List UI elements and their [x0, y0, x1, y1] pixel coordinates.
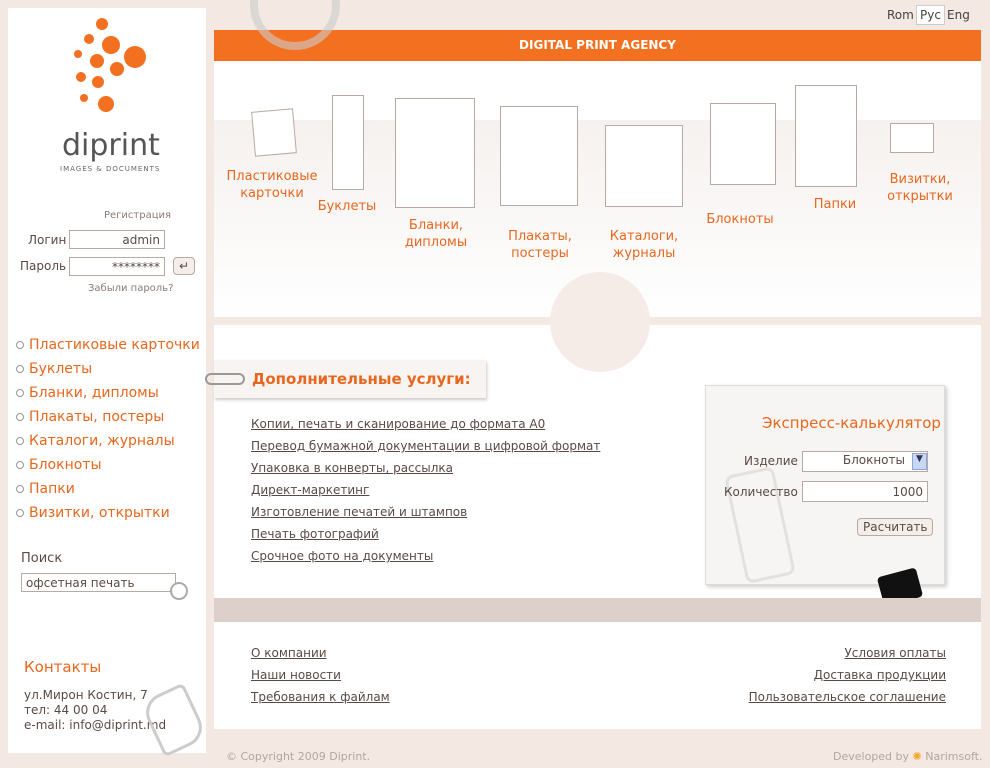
bullet-icon — [16, 365, 24, 373]
sidebar-item[interactable]: Каталоги, журналы — [16, 429, 200, 453]
footer-link[interactable]: Условия оплаты — [844, 646, 946, 660]
category-label[interactable]: Плакаты, постеры — [508, 229, 572, 261]
lang-rus[interactable]: Рус — [916, 5, 945, 25]
service-link[interactable]: Директ-маркетинг — [251, 483, 370, 497]
sidebar-item[interactable]: Буклеты — [16, 357, 200, 381]
login-input[interactable] — [69, 230, 165, 249]
sidebar-item-label: Пластиковые карточки — [29, 337, 200, 353]
bullet-icon — [16, 389, 24, 397]
services-list: Копии, печать и сканирование до формата … — [251, 413, 600, 567]
sidebar — [8, 8, 206, 753]
contacts-address: ул.Мирон Костин, 7 — [24, 688, 148, 702]
service-link[interactable]: Копии, печать и сканирование до формата … — [251, 417, 546, 431]
bullet-icon — [16, 461, 24, 469]
business-card-icon[interactable] — [890, 123, 934, 153]
calculate-button[interactable]: Расчитать — [857, 518, 934, 536]
sidebar-item-label: Плакаты, постеры — [29, 409, 165, 425]
services-title: Дополнительные услуги: — [252, 370, 471, 388]
enter-icon: ↵ — [178, 259, 190, 273]
footer-link[interactable]: Пользовательское соглашение — [748, 690, 946, 704]
sidebar-item-label: Папки — [29, 481, 75, 497]
category-label[interactable]: Каталоги, журналы — [609, 229, 679, 261]
category-label[interactable]: Визитки, открытки — [887, 172, 953, 204]
service-link[interactable]: Печать фотографий — [251, 527, 379, 541]
catalog-icon[interactable] — [605, 125, 683, 207]
sidebar-item[interactable]: Визитки, открытки — [16, 501, 200, 525]
sidebar-item-label: Визитки, открытки — [29, 505, 170, 521]
service-link[interactable]: Изготовление печатей и штампов — [251, 505, 468, 519]
footer-link[interactable]: Требования к файлам — [251, 690, 390, 704]
product-select[interactable]: Блокноты — [802, 451, 928, 472]
bullet-icon — [16, 413, 24, 421]
product-label: Изделие — [744, 454, 798, 468]
service-link[interactable]: Перевод бумажной документации в цифровой… — [251, 439, 601, 453]
magnifier-icon[interactable] — [170, 582, 188, 600]
search-label: Поиск — [21, 551, 63, 566]
logo[interactable] — [70, 18, 160, 118]
booklet-icon[interactable] — [332, 95, 364, 190]
footer-link[interactable]: Наши новости — [251, 668, 341, 682]
poster-icon[interactable] — [500, 106, 578, 206]
sidebar-item-label: Бланки, дипломы — [29, 385, 159, 401]
sidebar-item-label: Блокноты — [29, 457, 102, 473]
category-label[interactable]: Папки — [813, 197, 857, 212]
footer-link[interactable]: О компании — [251, 646, 327, 660]
folder-icon[interactable] — [795, 85, 857, 187]
lang-eng[interactable]: Eng — [947, 8, 970, 22]
service-link[interactable]: Упаковка в конверты, рассылка — [251, 461, 453, 475]
developer-label: Developed by — [833, 750, 910, 763]
developer-credit: Developed by ✺ Narimsoft. — [833, 750, 982, 763]
developer-name[interactable]: Narimsoft. — [925, 750, 983, 763]
quantity-input[interactable] — [802, 481, 928, 502]
decorative-circle — [550, 272, 650, 372]
sidebar-item[interactable]: Блокноты — [16, 453, 200, 477]
category-label[interactable]: Блокноты — [706, 212, 774, 227]
quantity-label: Количество — [724, 485, 798, 499]
sidebar-item[interactable]: Бланки, дипломы — [16, 381, 200, 405]
password-label: Пароль — [20, 259, 67, 273]
copyright: © Copyright 2009 Diprint. — [226, 750, 371, 763]
footer-links-right: Условия оплаты Доставка продукции Пользо… — [749, 642, 946, 708]
plastic-card-icon[interactable] — [251, 108, 297, 157]
sidebar-item-label: Каталоги, журналы — [29, 433, 175, 449]
sidebar-item[interactable]: Пластиковые карточки — [16, 333, 200, 357]
sidebar-item[interactable]: Плакаты, постеры — [16, 405, 200, 429]
sun-icon: ✺ — [912, 750, 922, 763]
footer-link[interactable]: Доставка продукции — [813, 668, 946, 682]
contacts-title: Контакты — [24, 658, 102, 676]
contacts-email[interactable]: e-mail: info@diprint.md — [24, 718, 167, 732]
contacts: Контакты ул.Мирон Костин, 7 тел: 44 00 0… — [24, 658, 166, 733]
bullet-icon — [16, 485, 24, 493]
service-link[interactable]: Срочное фото на документы — [251, 549, 434, 563]
footer-links-left: О компании Наши новости Требования к фай… — [251, 642, 390, 708]
login-submit-button[interactable]: ↵ — [173, 257, 195, 275]
logo-name: diprint — [62, 128, 160, 163]
bullet-icon — [16, 341, 24, 349]
contacts-phone: тел: 44 00 04 — [24, 703, 108, 717]
sidebar-item-label: Буклеты — [29, 361, 93, 377]
chevron-down-icon[interactable]: ▼ — [912, 453, 927, 470]
header-title: DIGITAL PRINT AGENCY — [214, 30, 981, 61]
password-input[interactable] — [69, 257, 165, 276]
forgot-password-link[interactable]: Забыли пароль? — [88, 283, 174, 294]
search-input[interactable] — [21, 573, 176, 592]
bullet-icon — [16, 437, 24, 445]
register-link[interactable]: Регистрация — [104, 210, 172, 221]
category-label[interactable]: Буклеты — [317, 199, 377, 214]
paperclip-icon — [205, 373, 245, 385]
login-label: Логин — [28, 233, 67, 247]
services-header — [214, 360, 486, 398]
footer-divider — [214, 598, 981, 622]
product-select-value: Блокноты — [842, 453, 905, 467]
lang-rom[interactable]: Rom — [887, 8, 914, 22]
bullet-icon — [16, 509, 24, 517]
category-label[interactable]: Бланки, дипломы — [404, 218, 468, 250]
calculator-title: Экспресс-калькулятор — [762, 414, 941, 432]
category-label[interactable]: Пластиковые карточки — [226, 169, 318, 201]
logo-tagline: IMAGES & DOCUMENTS — [60, 165, 161, 173]
notebook-icon[interactable] — [710, 103, 776, 185]
sidebar-nav: Пластиковые карточки Буклеты Бланки, дип… — [16, 333, 200, 525]
sidebar-item[interactable]: Папки — [16, 477, 200, 501]
letterhead-icon[interactable] — [395, 98, 475, 208]
